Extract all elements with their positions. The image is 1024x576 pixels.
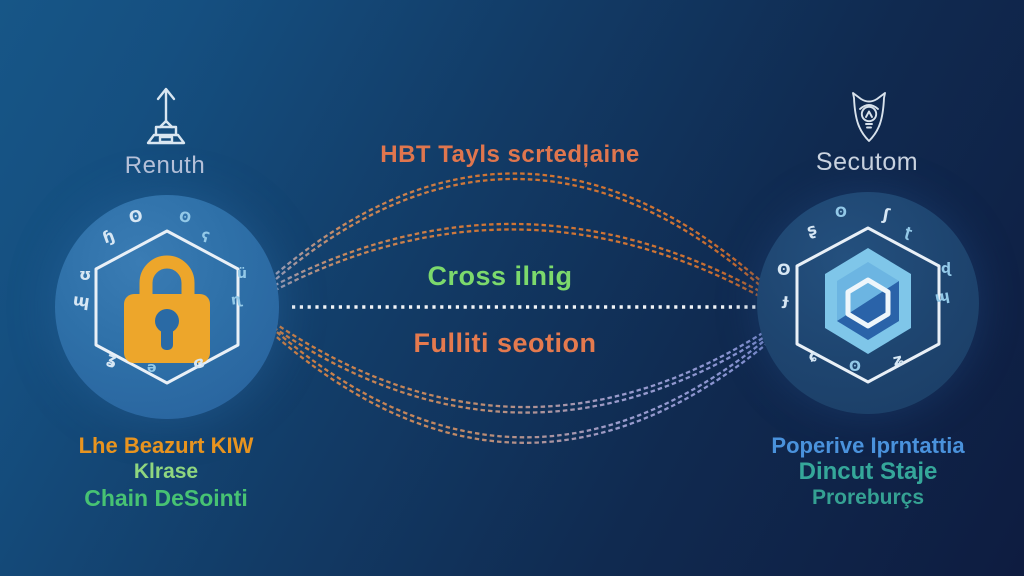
caption-line: Proreburçs xyxy=(811,486,925,509)
top-left-feature-label: Renuth xyxy=(124,152,206,179)
right-node-caption: Poperive Iprntattia Dincut Staje Prorebu… xyxy=(742,433,994,511)
caption-line: Poperive Iprntattia xyxy=(771,433,965,458)
left-node-caption: Lhe Beazurt KIW Klrase Chain DeSointi xyxy=(40,433,292,511)
caption-line: Klrase xyxy=(133,460,199,483)
connection-top-label: HBT Tayls scrtedļaine xyxy=(380,141,640,168)
caption-line: Lhe Beazurt KIW xyxy=(78,433,254,458)
right-node-hexagon xyxy=(795,226,941,384)
connection-middle-label: Cross ilnig xyxy=(427,261,573,291)
padlock-icon xyxy=(124,255,210,363)
left-node-hexagon xyxy=(94,229,240,385)
hexagon-crystal-icon xyxy=(825,248,911,354)
left-node-circle: ʘ ʘ ɧ ʕ ʊ ü ɰ ɳ ʓ ə ɞ xyxy=(55,195,279,419)
caption-line: Dincut Staje xyxy=(798,458,938,485)
upload-podium-icon xyxy=(146,87,186,145)
right-node-circle: ʂ ʘ ʃ ʈ ʘ ɖ ɟ ɰ ɕ ʘ ʑ xyxy=(757,192,979,414)
connection-bottom-label: Fulliti seotion xyxy=(413,328,597,358)
top-right-feature-label: Secutom xyxy=(815,148,919,176)
caption-line: Chain DeSointi xyxy=(84,485,248,511)
shield-bulb-icon xyxy=(852,92,886,142)
